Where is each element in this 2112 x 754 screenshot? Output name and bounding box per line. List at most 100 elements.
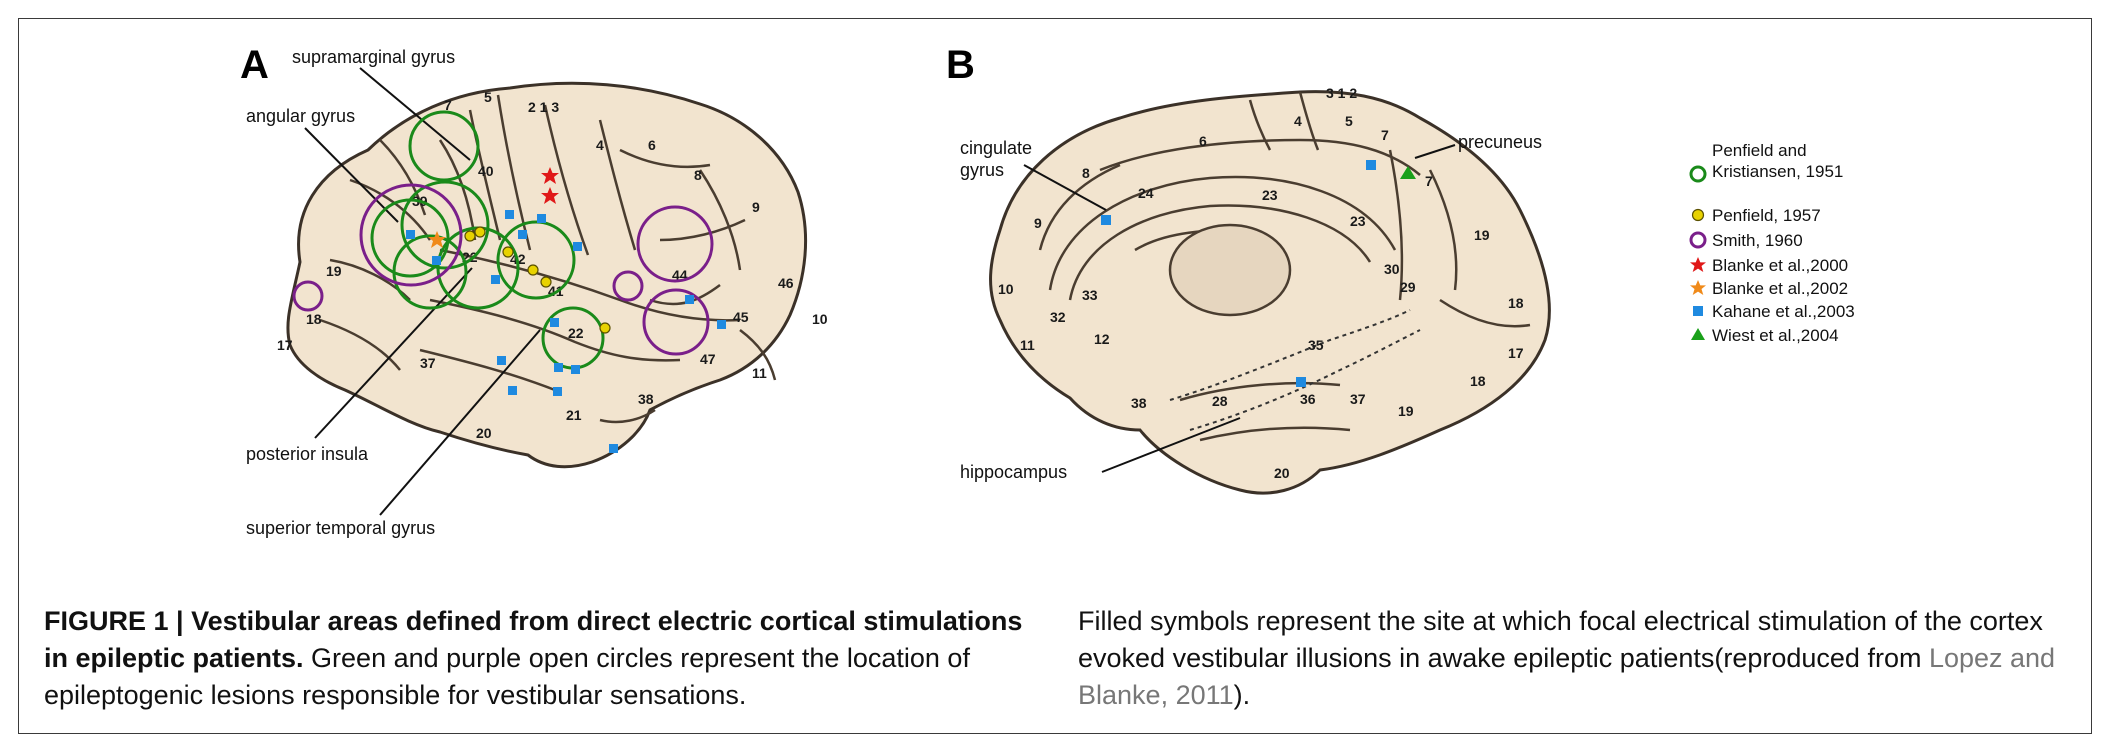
- svg-text:29: 29: [1400, 279, 1416, 295]
- svg-text:18: 18: [306, 311, 322, 327]
- star-icon: [1690, 280, 1706, 295]
- svg-text:12: 12: [1094, 331, 1110, 347]
- panel-b-blue-square: [1366, 160, 1376, 170]
- open-circle-icon: [1689, 231, 1707, 249]
- svg-text:37: 37: [1350, 391, 1366, 407]
- panel-a-orange-star: [428, 231, 446, 248]
- svg-text:8: 8: [1082, 165, 1090, 181]
- panel-b-blue-square: [1296, 377, 1306, 387]
- figure-frame: [18, 18, 2092, 734]
- svg-text:47: 47: [700, 351, 716, 367]
- figure-artwork: A 7 5 2 1 3 4: [240, 43, 1855, 538]
- svg-text:6: 6: [1199, 133, 1207, 149]
- panel-b-leader-lines: [1023, 144, 1456, 473]
- star-burst-icon: [1690, 257, 1706, 272]
- caption-title: Vestibular areas defined from direct ele…: [44, 606, 1023, 673]
- svg-text:38: 38: [638, 391, 654, 407]
- label-posterior-insula: posterior insula: [246, 444, 369, 464]
- label-precuneus: precuneus: [1458, 132, 1542, 152]
- caption-prefix: FIGURE 1 |: [44, 606, 192, 636]
- label-superior-temporal-gyrus: superior temporal gyrus: [246, 518, 435, 538]
- panel-b-blue-square: [1101, 215, 1111, 225]
- reference-year: , 2011: [1160, 680, 1234, 710]
- svg-text:19: 19: [1398, 403, 1414, 419]
- svg-text:8: 8: [694, 167, 702, 183]
- label-angular-gyrus: angular gyrus: [246, 106, 355, 126]
- panel-a-red-stars: [541, 167, 559, 204]
- legend-item-label: Wiest et al.,2004: [1712, 326, 1839, 345]
- legend-item-label: Blanke et al.,2002: [1712, 279, 1848, 298]
- svg-text:19: 19: [326, 263, 342, 279]
- panel-b: B 3 1 2 4 5 6 7 7 8: [946, 43, 1551, 495]
- medial-area-numbers: 3 1 2 4 5 6 7 7 8 24 23 23 9 10 33 32 12…: [998, 85, 1524, 481]
- legend-item-label: Penfield, 1957: [1712, 206, 1821, 225]
- medial-sulci: [1038, 91, 1531, 442]
- svg-text:45: 45: [733, 309, 749, 325]
- svg-text:4: 4: [596, 137, 604, 153]
- svg-text:17: 17: [277, 337, 293, 353]
- svg-text:9: 9: [1034, 215, 1042, 231]
- panel-a: A 7 5 2 1 3 4: [240, 43, 828, 538]
- svg-text:19: 19: [1474, 227, 1490, 243]
- svg-text:5: 5: [1345, 113, 1353, 129]
- svg-text:3 1 2: 3 1 2: [1326, 85, 1357, 101]
- legend-item-label: Smith, 1960: [1712, 231, 1803, 250]
- svg-text:37: 37: [420, 355, 436, 371]
- svg-text:32: 32: [1050, 309, 1066, 325]
- lateral-area-numbers: 7 5 2 1 3 4 6 8 40 39 9 22 42 41 44 46 1…: [277, 89, 828, 441]
- panel-b-letter: B: [946, 43, 975, 87]
- svg-text:18: 18: [1508, 295, 1524, 311]
- label-supramarginal-gyrus: supramarginal gyrus: [292, 47, 455, 67]
- svg-text:5: 5: [484, 89, 492, 105]
- lateral-sulci: [319, 94, 777, 424]
- caption-left-text: Green and purple open circles represent …: [44, 643, 970, 710]
- square-icon: [1693, 306, 1703, 316]
- svg-text:23: 23: [1350, 213, 1366, 229]
- open-circle-icon: [1689, 165, 1707, 183]
- svg-text:20: 20: [1274, 465, 1290, 481]
- panel-a-yellow-dots: [464, 226, 611, 334]
- panel-a-letter: A: [240, 43, 269, 87]
- svg-text:7: 7: [1381, 127, 1389, 143]
- svg-text:10: 10: [812, 311, 828, 327]
- svg-text:24: 24: [1138, 185, 1154, 201]
- filled-circle-icon: [1691, 208, 1705, 222]
- panel-b-green-triangle: [1400, 166, 1416, 179]
- label-hippocampus: hippocampus: [960, 462, 1067, 482]
- svg-text:4: 4: [1294, 113, 1302, 129]
- svg-text:38: 38: [1131, 395, 1147, 411]
- svg-text:9: 9: [752, 199, 760, 215]
- svg-text:40: 40: [478, 163, 494, 179]
- svg-text:20: 20: [476, 425, 492, 441]
- panel-a-purple-circles: [292, 183, 714, 356]
- svg-text:10: 10: [998, 281, 1014, 297]
- svg-text:11: 11: [752, 365, 767, 381]
- triangle-icon: [1691, 328, 1705, 340]
- thalamus-region: [1168, 223, 1292, 317]
- svg-text:7: 7: [1425, 173, 1433, 189]
- panel-a-blue-squares: [406, 210, 726, 453]
- svg-text:28: 28: [1212, 393, 1228, 409]
- svg-text:2 1 3: 2 1 3: [528, 99, 559, 115]
- svg-text:36: 36: [1300, 391, 1316, 407]
- svg-text:6: 6: [648, 137, 656, 153]
- svg-text:17: 17: [1508, 345, 1524, 361]
- svg-text:18: 18: [1470, 373, 1486, 389]
- svg-text:23: 23: [1262, 187, 1278, 203]
- svg-text:35: 35: [1308, 337, 1324, 353]
- svg-text:30: 30: [1384, 261, 1400, 277]
- caption-right-text: Filled symbols represent the site at whi…: [1078, 606, 2043, 673]
- caption-left: FIGURE 1 | Vestibular areas defined from…: [44, 603, 1044, 714]
- svg-text:21: 21: [566, 407, 582, 423]
- caption-right: Filled symbols represent the site at whi…: [1078, 603, 2078, 714]
- svg-text:11: 11: [1020, 337, 1035, 353]
- hippocampus-dotted-outline: [1169, 309, 1411, 401]
- svg-text:33: 33: [1082, 287, 1098, 303]
- reference-link[interactable]: Lopez and Blanke: [1078, 643, 2056, 710]
- svg-text:7: 7: [444, 97, 452, 113]
- legend-item-label: Blanke et al.,2000: [1712, 256, 1848, 275]
- caption-right-end: ).: [1233, 680, 1251, 710]
